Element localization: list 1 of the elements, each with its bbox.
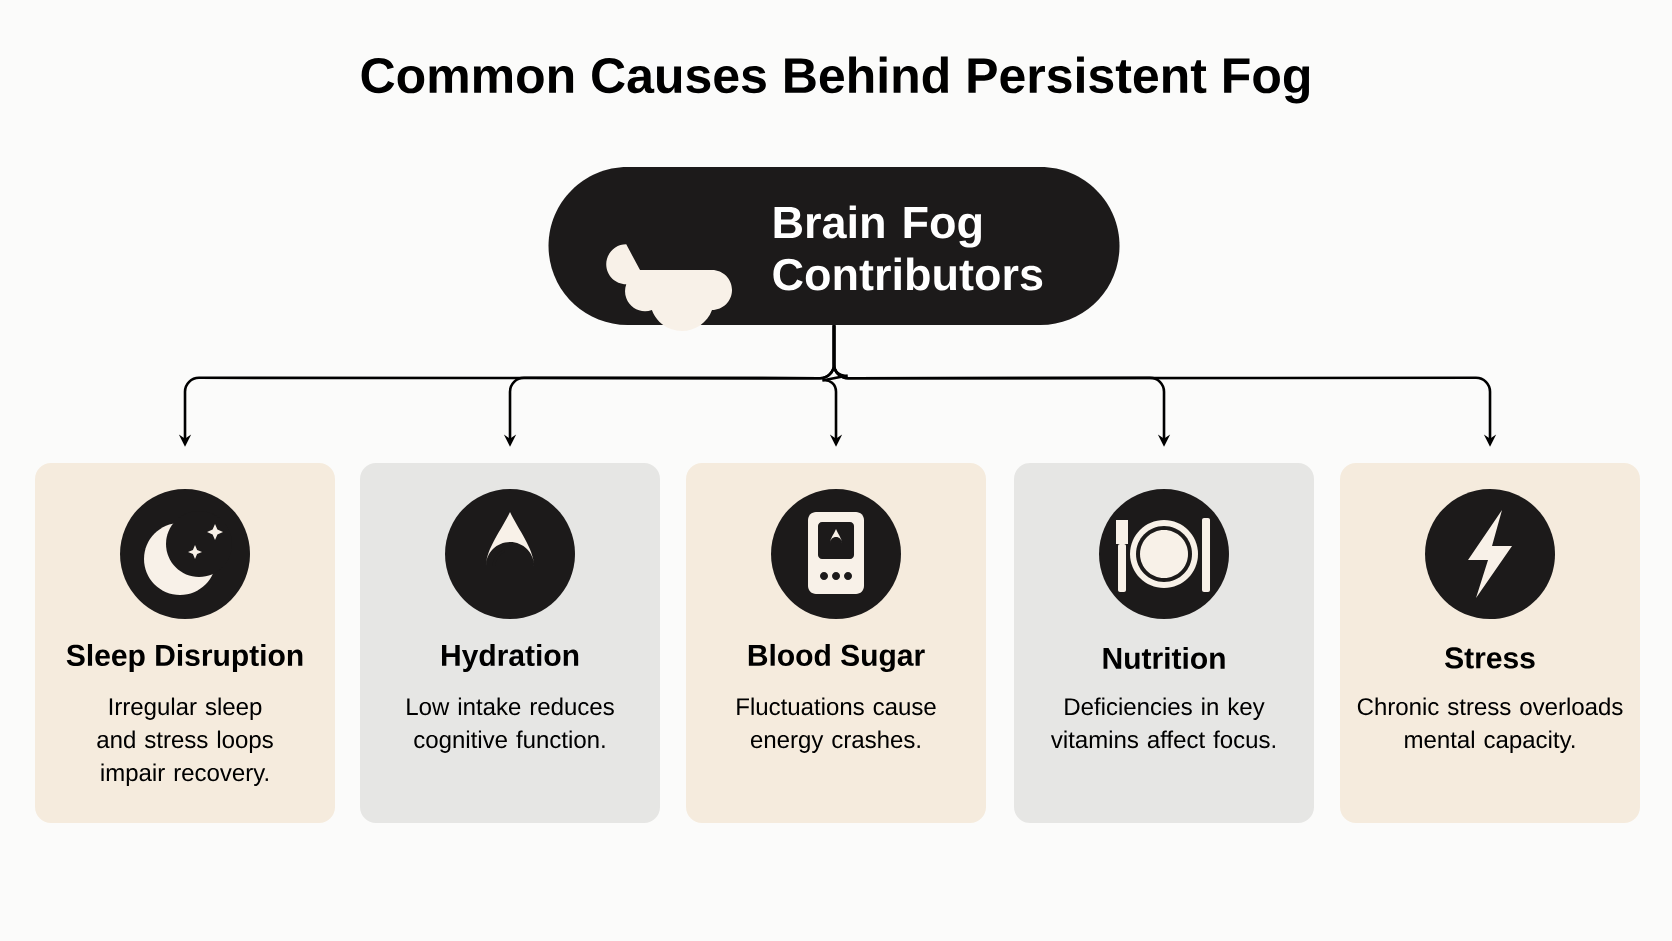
title: Common Causes Behind Persistent Fog [361, 56, 1310, 104]
